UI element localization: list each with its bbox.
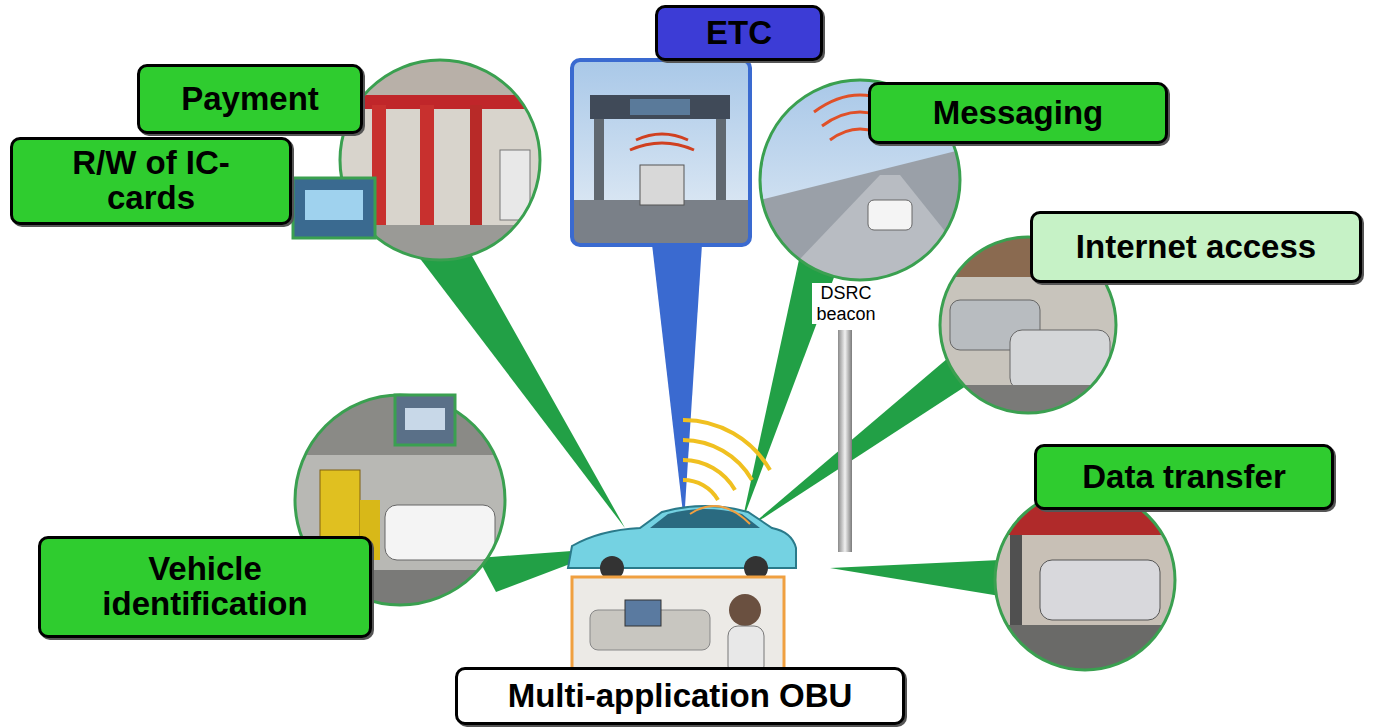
card-reader-thumb: [293, 178, 375, 238]
callout-wedges: [412, 244, 1000, 596]
box-label: R/W of IC-cards: [51, 146, 251, 215]
radio-waves: [683, 420, 770, 500]
beacon-pole: [838, 330, 852, 552]
car: [568, 506, 796, 580]
application-box: Messaging: [868, 82, 1168, 144]
application-box: Vehicle identification: [38, 536, 372, 638]
application-box: Payment: [137, 64, 363, 134]
box-label: Internet access: [1076, 230, 1316, 265]
box-label: Messaging: [933, 96, 1104, 131]
etc-photo: [572, 60, 750, 245]
node-content: Payment: [181, 82, 319, 117]
beacon-label: DSRC beacon: [812, 283, 880, 324]
data-transfer-photo: [995, 490, 1175, 675]
node-content: ETC: [706, 16, 772, 51]
tag-thumb: [395, 395, 455, 445]
box-label: Vehicle identification: [75, 552, 335, 621]
obu-box: Multi-application OBU: [455, 667, 905, 725]
etc-box: ETC: [655, 5, 823, 61]
application-box: Internet access: [1030, 211, 1362, 283]
node-content: R/W of IC-cards: [51, 146, 251, 215]
node-content: Internet access: [1076, 230, 1316, 265]
box-label: Data transfer: [1082, 460, 1286, 495]
box-label: Payment: [181, 82, 319, 117]
box-label: ETC: [706, 16, 772, 51]
node-content: Data transfer: [1082, 460, 1286, 495]
node-content: Messaging: [933, 96, 1104, 131]
box-label: Multi-application OBU: [508, 679, 853, 714]
application-box: R/W of IC-cards: [10, 137, 292, 225]
node-content: Multi-application OBU: [508, 679, 853, 714]
application-box: Data transfer: [1034, 444, 1334, 510]
node-content: Vehicle identification: [75, 552, 335, 621]
